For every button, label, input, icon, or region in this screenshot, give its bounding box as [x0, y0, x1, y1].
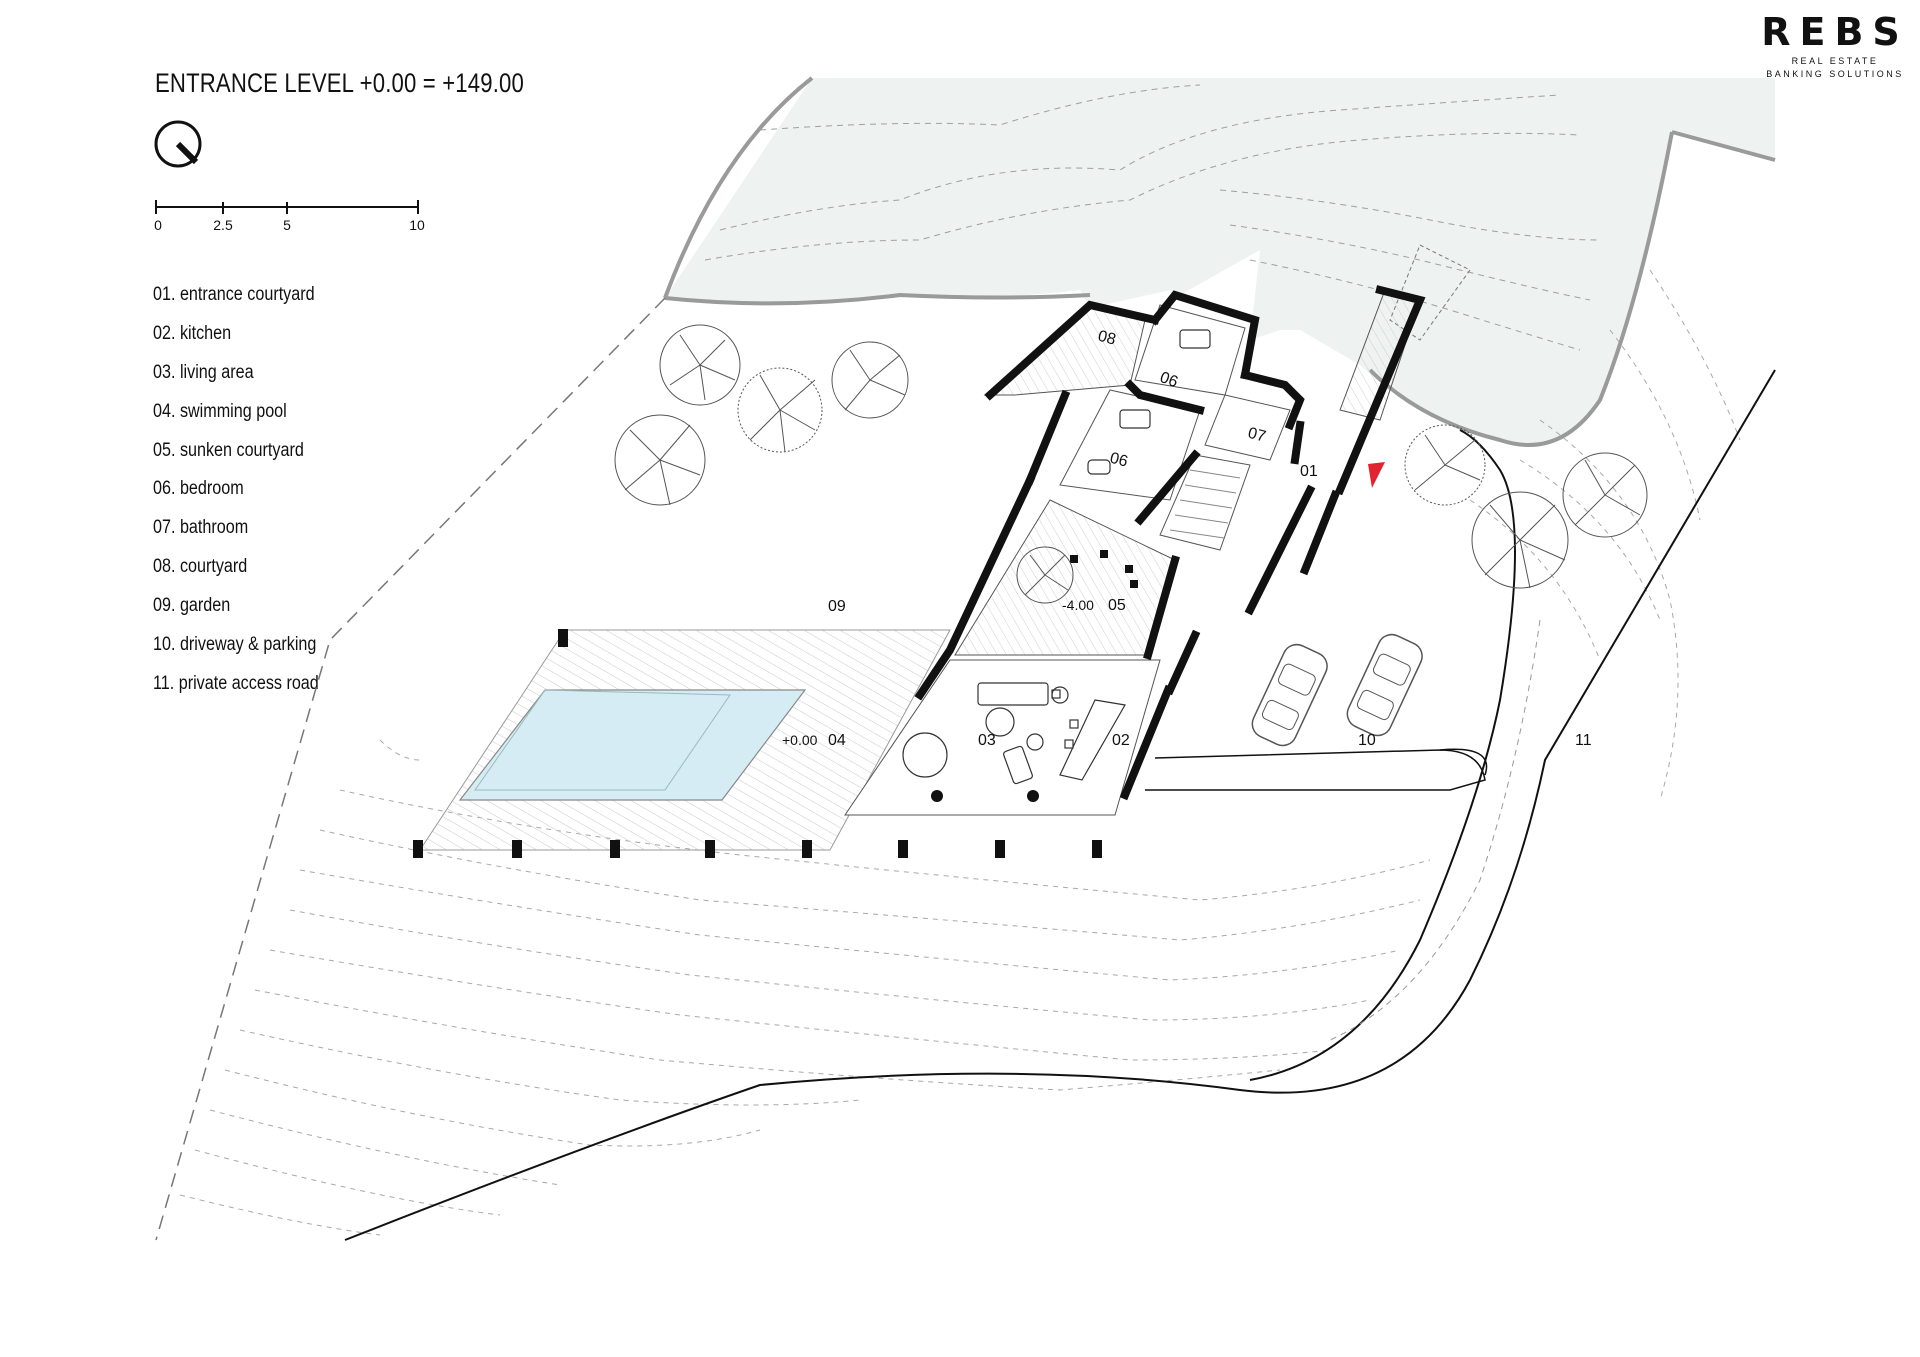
- bed-a-fixture: [1087, 459, 1111, 475]
- furniture: [902, 329, 1211, 785]
- brand-name: REBS: [1761, 10, 1909, 54]
- sofa: [977, 682, 1049, 706]
- legend-item: 04. swimming pool: [153, 400, 287, 422]
- tree-icon: [831, 341, 909, 419]
- tree-icon: [1562, 452, 1648, 538]
- label-bedroom-b: 06: [1108, 450, 1130, 471]
- label-road: 11: [1575, 732, 1592, 749]
- label-living: 03: [978, 732, 996, 749]
- brand-tagline-1: REAL ESTATE: [1791, 56, 1879, 66]
- stair-core: [1159, 454, 1251, 551]
- site-boundary-left: [155, 297, 666, 1241]
- legend-item: 11. private access road: [153, 672, 319, 694]
- label-pool: 04: [828, 732, 846, 749]
- label-bedroom-a: 06: [1158, 369, 1181, 391]
- stair-treads: [1169, 469, 1241, 539]
- hillside-area: [665, 78, 1775, 445]
- scale-label-10: 10: [409, 217, 425, 233]
- legend-item: 05. sunken courtyard: [153, 439, 304, 461]
- brand-logo: REBS REAL ESTATE BANKING SOLUTIONS: [1760, 10, 1910, 80]
- bed-b: [1119, 409, 1151, 429]
- label-bathroom: 07: [1246, 425, 1268, 446]
- tree-icon: [1404, 424, 1486, 506]
- building-walls: [914, 285, 1426, 801]
- label-sunken: 05: [1108, 597, 1126, 614]
- hillside-edge-right: [1368, 130, 1776, 447]
- label-kitchen: 02: [1112, 732, 1130, 749]
- tree-icon: [1016, 546, 1074, 604]
- scale-bar: [155, 200, 419, 214]
- legend-item: 03. living area: [153, 361, 254, 383]
- legend: 01. entrance courtyard 02. kitchen 03. l…: [153, 276, 348, 704]
- columns: [931, 790, 1039, 802]
- swimming-pool-shallow: [474, 689, 731, 791]
- north-arrow-icon: [154, 120, 202, 168]
- kitchen-island: [1059, 699, 1126, 781]
- label-courtyard: 08: [1096, 328, 1118, 349]
- coffee-table: [985, 707, 1015, 737]
- driveway: [1145, 749, 1486, 791]
- private-access-road-inner: [1249, 429, 1516, 1081]
- living-area-floor: [844, 659, 1161, 816]
- scale-label-5: 5: [283, 217, 291, 233]
- legend-item: 02. kitchen: [153, 322, 232, 344]
- armchair: [1003, 745, 1033, 785]
- label-entrance: 01: [1300, 463, 1318, 480]
- tree-icon: [614, 414, 706, 506]
- driveway-end: [1439, 748, 1488, 776]
- drawing-title: ENTRANCE LEVEL +0.00 = +149.00: [155, 68, 525, 98]
- legend-item: 06. bedroom: [153, 478, 244, 500]
- scale-label-0: 0: [154, 217, 162, 233]
- dining-table: [902, 732, 948, 778]
- pool-edge-posts: [413, 550, 1138, 858]
- legend-item: 01. entrance courtyard: [153, 284, 315, 305]
- legend-item: 10. driveway & parking: [153, 634, 317, 656]
- car-icon: [1251, 643, 1328, 747]
- slope-contours: [179, 269, 1741, 1236]
- label-garden: 09: [828, 598, 846, 615]
- road-edge-dashed: [1329, 619, 1541, 1041]
- tree-icon: [1471, 491, 1569, 589]
- scale-label-2-5: 2.5: [213, 217, 233, 233]
- private-access-road: [344, 369, 1776, 1241]
- entrance-marker-icon: [1368, 462, 1385, 488]
- legend-item: 09. garden: [153, 595, 231, 617]
- tree-icon: [737, 367, 823, 453]
- car-icon: [1346, 633, 1423, 737]
- brand-tagline-2: BANKING SOLUTIONS: [1766, 69, 1904, 79]
- bed-a: [1179, 329, 1211, 349]
- level-pool: +0.00: [782, 732, 818, 748]
- swimming-pool: [458, 689, 807, 801]
- tree-icon: [659, 324, 741, 406]
- hillside-contours: [704, 84, 1601, 351]
- legend-item: 08. courtyard: [153, 556, 248, 578]
- level-sunken: -4.00: [1062, 597, 1094, 613]
- bathroom: [1204, 394, 1291, 461]
- legend-item: 07. bathroom: [153, 517, 249, 539]
- label-driveway: 10: [1358, 732, 1376, 749]
- hillside-edge: [663, 76, 1091, 306]
